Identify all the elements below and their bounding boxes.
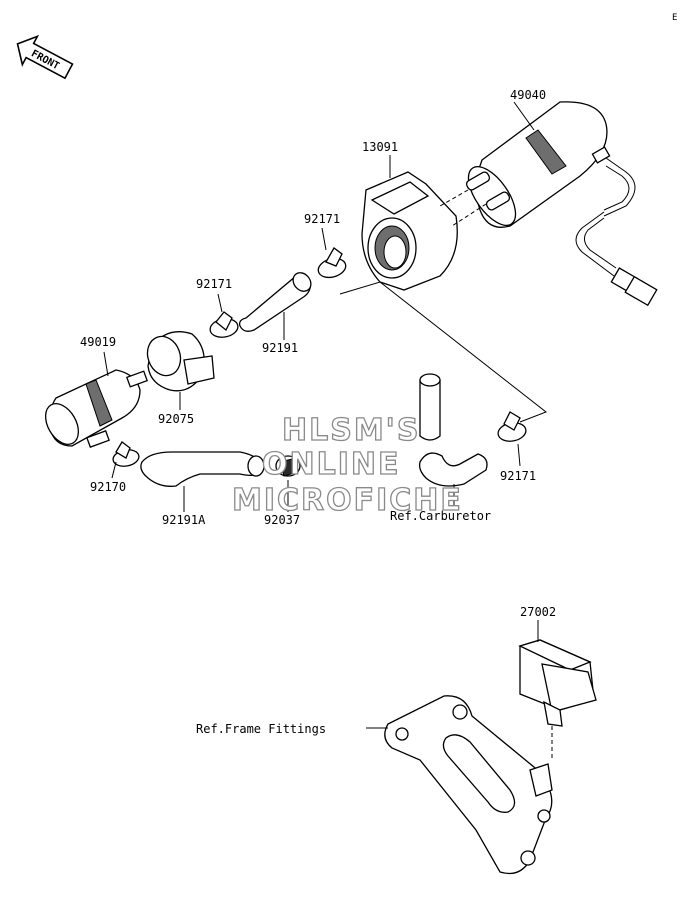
page-marker: E xyxy=(672,13,677,23)
assembly-line xyxy=(339,281,548,423)
label-92171-b: 92171 xyxy=(196,277,232,291)
clamp-92170 xyxy=(112,441,140,467)
label-92171-c: 92171 xyxy=(500,469,536,483)
clamp-92171-right xyxy=(497,411,527,442)
leader-92171-c xyxy=(517,443,521,467)
leader-49040 xyxy=(513,101,535,131)
label-92037: 92037 xyxy=(264,513,300,527)
carburetor-hose xyxy=(418,373,488,487)
frame-bracket xyxy=(384,695,553,875)
label-92191: 92191 xyxy=(262,341,298,355)
label-49019: 49019 xyxy=(80,335,116,349)
label-27002: 27002 xyxy=(520,605,556,619)
label-92171-a: 92171 xyxy=(304,212,340,226)
leader-49019 xyxy=(103,351,109,377)
fuel-pump-49040 xyxy=(465,101,658,307)
leader-92170 xyxy=(111,461,117,479)
label-ref-carburetor: Ref.Carburetor xyxy=(390,509,491,523)
label-ref-frame-fittings: Ref.Frame Fittings xyxy=(196,722,326,736)
label-49040: 49040 xyxy=(510,88,546,102)
label-92191A: 92191A xyxy=(162,513,206,527)
clip-92037 xyxy=(275,455,301,477)
pump-bracket-13091 xyxy=(361,171,458,291)
label-92075: 92075 xyxy=(158,412,194,426)
clamp-92171-upper xyxy=(317,247,347,279)
relay-27002 xyxy=(518,639,597,727)
front-arrow-icon: FRONT xyxy=(16,34,74,80)
damper-92075 xyxy=(146,331,215,392)
leader-92171-a xyxy=(321,227,327,251)
hose-92191 xyxy=(238,272,312,332)
hose-92191A xyxy=(140,451,265,487)
label-92170: 92170 xyxy=(90,480,126,494)
clamp-92171-middle xyxy=(209,311,239,338)
watermark-line2: ONLINE xyxy=(262,447,401,482)
fuel-filter-49019 xyxy=(44,369,149,448)
watermark-line3: MICROFICHE xyxy=(232,483,463,518)
label-13091: 13091 xyxy=(362,140,398,154)
watermark: HLSM'S ONLINE MICROFICHE xyxy=(231,412,463,518)
leader-92171-b xyxy=(217,293,223,313)
watermark-line1: HLSM'S xyxy=(282,413,420,448)
